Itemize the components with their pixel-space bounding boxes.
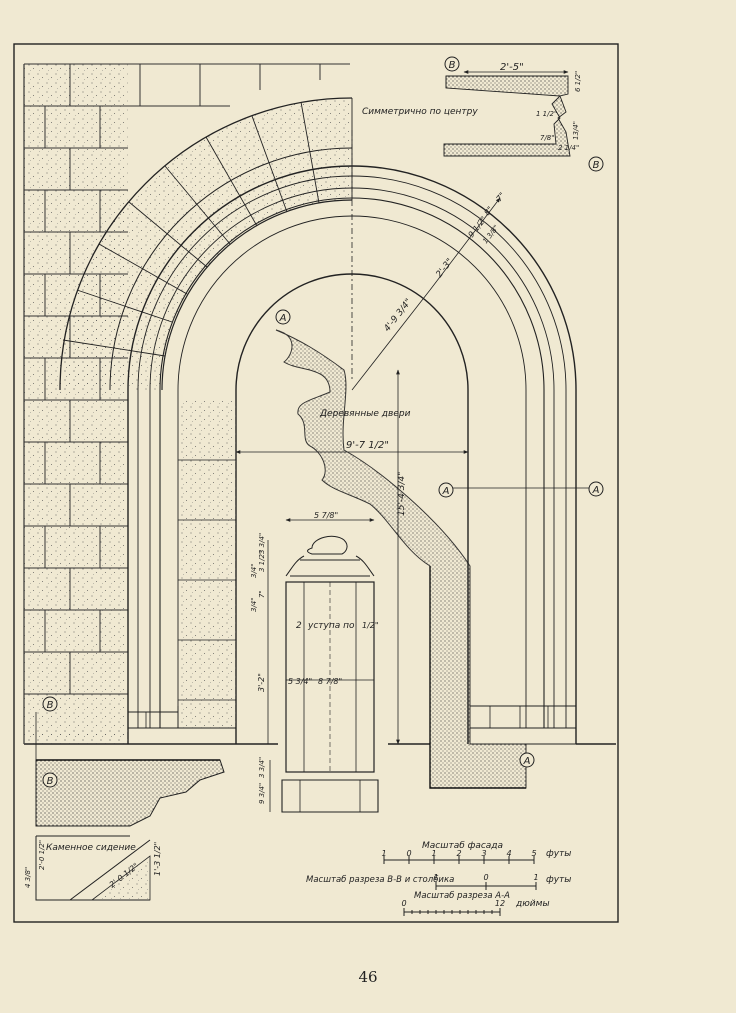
scale-bb-tick: 1	[433, 873, 438, 882]
scale-bars	[383, 856, 537, 916]
dim-cap-c: 3/4"	[250, 564, 258, 579]
scale-aa-tick: 12	[495, 899, 505, 908]
label-steps-frac: 1/2"	[362, 621, 379, 630]
dim-cap-a: 3 3/4"	[258, 533, 266, 554]
dim-shaft-h: 3'-2"	[257, 673, 266, 692]
dim-door-width: 9'-7 1/2"	[346, 440, 389, 451]
dim-seat-b: 4 3/8"	[24, 867, 32, 888]
scale-facade-tick: 1	[381, 849, 386, 858]
scale-facade-tick: 1	[431, 849, 436, 858]
dim-shaft-w1: 5 3/4"	[288, 677, 312, 686]
svg-text:A: A	[442, 486, 450, 497]
scale-aa-unit: дюймы	[515, 899, 550, 909]
scale-facade-tick: 4	[506, 849, 511, 858]
stone-post	[281, 535, 379, 813]
scale-facade-tick: 5	[531, 849, 536, 858]
dim-sec-a: 1 1/2"	[536, 110, 557, 118]
dim-arch-d: 7"	[494, 191, 506, 203]
dim-arch-b: 1 3/8"	[481, 224, 500, 246]
dimension-lines	[35, 70, 596, 812]
dim-sec-c: 7/8"	[540, 134, 555, 142]
scale-facade-tick: 3	[481, 849, 486, 858]
section-markers: A A A A B B B B	[42, 56, 604, 788]
dim-sec-e: 2 1/4"	[558, 144, 579, 152]
scale-facade-unit: футы	[546, 849, 571, 859]
dim-cap-b: 3 1/2"	[258, 551, 266, 572]
scale-bb-unit: футы	[546, 875, 571, 885]
dim-cap-width: 5 7/8"	[314, 511, 338, 520]
page-number: 46	[358, 968, 378, 986]
scale-aa-title: Масштаб разреза А-А	[414, 891, 510, 901]
label-symmetric: Симметрично по центру	[362, 107, 478, 117]
label-steps: уступа по	[307, 621, 355, 631]
scale-facade-title: Масштаб фасада	[422, 841, 503, 851]
scale-bb-tick: 1	[533, 873, 538, 882]
marker-b-lower: B	[42, 772, 58, 788]
svg-text:B: B	[47, 700, 54, 711]
profile-b-b-detail	[443, 75, 571, 157]
dim-arch-radius: 4'-9 3/4"	[382, 297, 414, 334]
svg-text:A: A	[279, 313, 287, 324]
section-b-b	[35, 759, 225, 901]
scale-bb-tick: 0	[483, 873, 488, 882]
dim-arch-c: 8"	[482, 205, 494, 217]
marker-a-left: A	[438, 482, 454, 498]
label-stone-seat: Каменное сидение	[46, 843, 136, 853]
dim-sec-d: 13/4"	[572, 121, 580, 140]
marker-a-right: A	[588, 481, 604, 497]
svg-text:B: B	[593, 160, 600, 171]
marker-a-top: A	[275, 309, 291, 325]
svg-text:B: B	[449, 60, 456, 71]
svg-text:A: A	[523, 756, 531, 767]
dim-neck: 7"	[258, 590, 266, 598]
dim-base-a: 3 3/4"	[258, 757, 266, 778]
section-a-a	[275, 329, 527, 789]
svg-text:A: A	[592, 485, 600, 496]
dim-door-height: 15'-4 3/4"	[397, 472, 407, 516]
ground	[24, 730, 616, 745]
scale-bb-title: Масштаб разреза В-В и столбика	[306, 875, 454, 885]
marker-a-bottom: A	[519, 752, 535, 768]
marker-b-top-right: B	[588, 156, 604, 172]
annotations: Симметрично по центру Деревянные двери К…	[24, 62, 582, 909]
label-wooden-doors: Деревянные двери	[319, 409, 411, 419]
svg-text:B: B	[47, 776, 54, 787]
dim-neck-b: 3/4"	[250, 598, 258, 613]
dim-sec-b: 6 1/2"	[574, 71, 582, 92]
dim-base-b: 9 3/4"	[258, 783, 266, 804]
arch	[59, 97, 588, 745]
dim-shaft-w2: 8 7/8"	[318, 677, 342, 686]
scale-facade-tick: 2	[456, 849, 461, 858]
scale-aa-tick: 0	[401, 899, 406, 908]
dim-seat-d: 1'-3 1/2"	[153, 842, 162, 876]
dim-seat-a: 2'-0 1/2"	[38, 840, 46, 870]
sheet-frame	[13, 43, 619, 923]
scale-facade-tick: 0	[406, 849, 411, 858]
marker-b-top-left: B	[444, 56, 460, 72]
marker-b-upper: B	[42, 696, 58, 712]
brick-wall	[23, 63, 350, 744]
dim-top-section-width: 2'-5"	[500, 62, 524, 73]
label-steps-count: 2	[296, 621, 302, 631]
